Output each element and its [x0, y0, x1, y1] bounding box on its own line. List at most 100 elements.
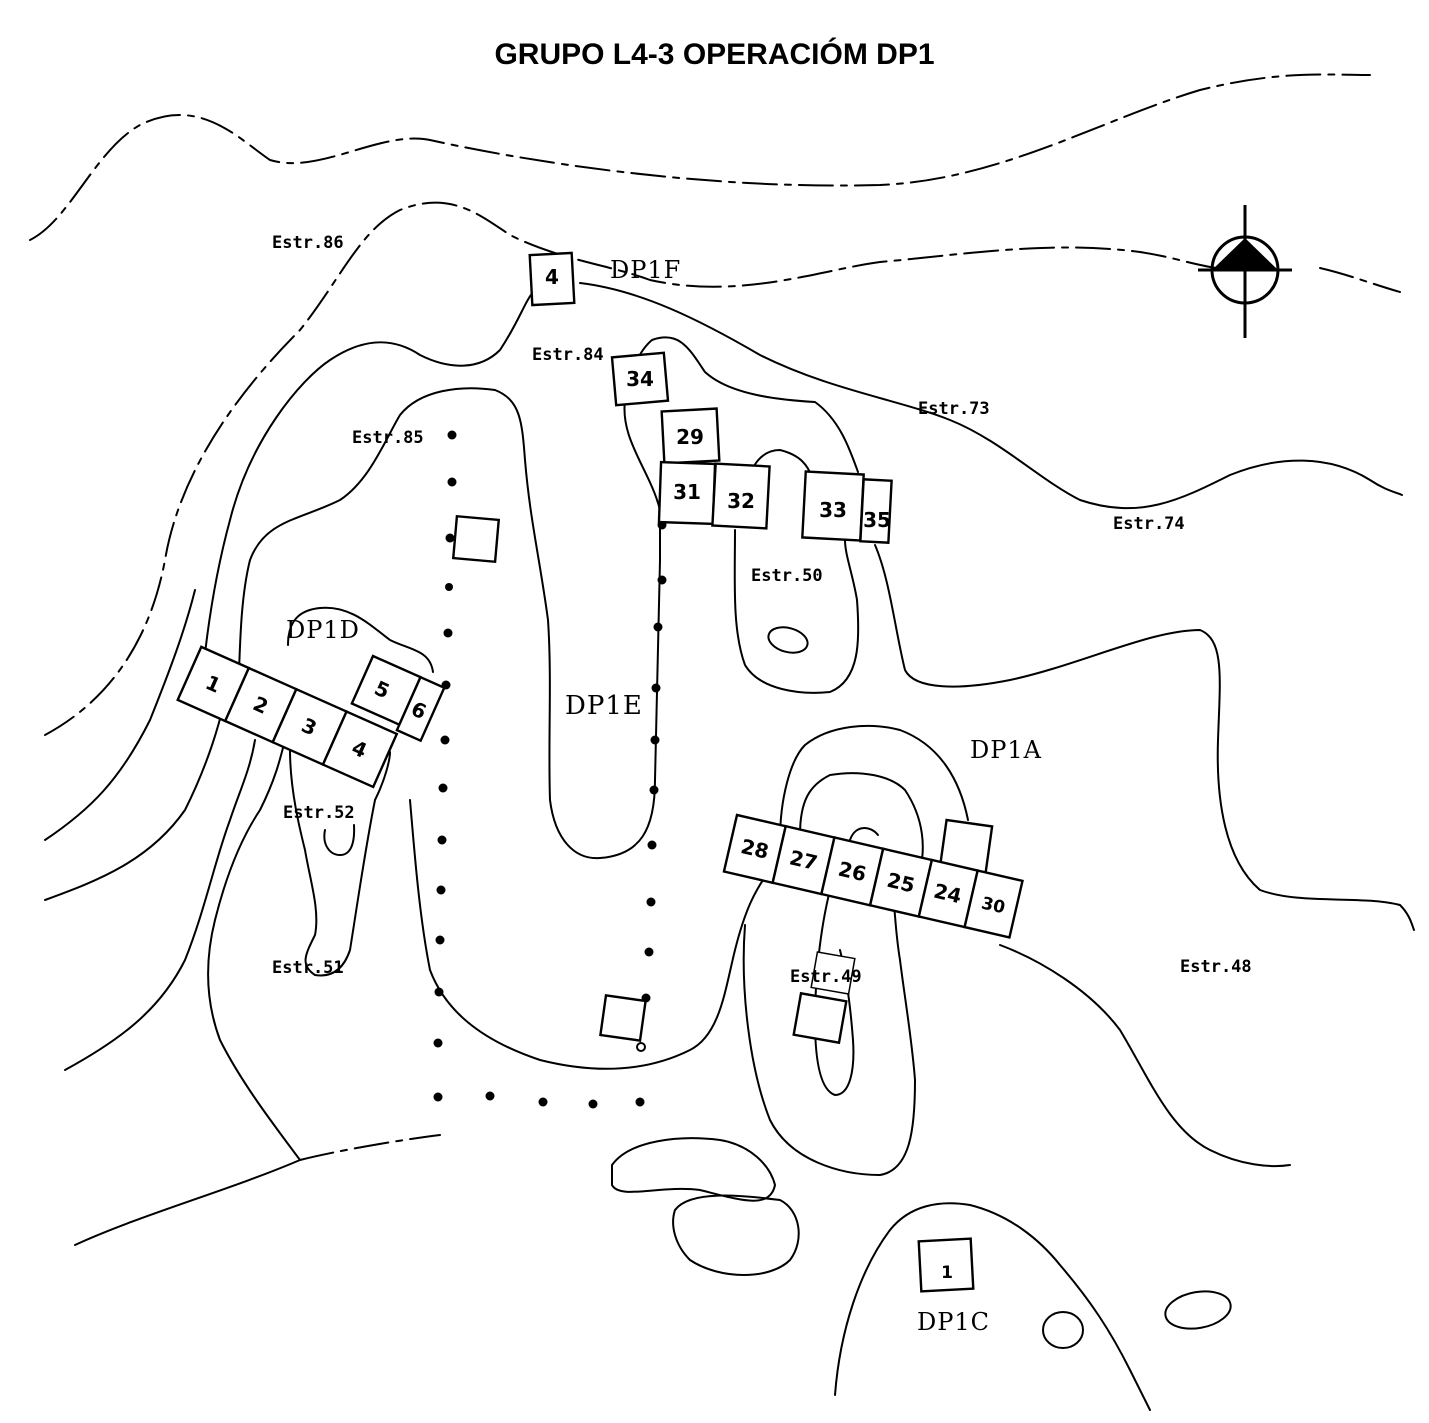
north-arrow-icon	[1198, 205, 1292, 338]
boundary-dot	[653, 622, 663, 632]
contour-line	[287, 606, 434, 673]
boundary-dot	[588, 1099, 598, 1109]
structure-label: Estr.74	[1113, 514, 1185, 534]
structure-label: Estr.85	[352, 428, 424, 448]
contour-line	[289, 749, 391, 977]
contour-line	[299, 1134, 441, 1161]
boundary-dot	[647, 840, 657, 850]
contour-line	[409, 799, 771, 1070]
boundary-dot	[538, 1097, 548, 1107]
structure-label: Estr.84	[532, 345, 604, 365]
test-pit	[810, 951, 856, 995]
boundary-dot	[657, 575, 667, 585]
boundary-dot	[636, 1042, 646, 1052]
contour-line	[64, 739, 256, 1071]
dp1d-units-upper: 5 6	[350, 654, 446, 743]
structure-label: Estr.50	[751, 566, 823, 586]
dp1f-units: 4	[528, 251, 576, 307]
contour-lines	[29, 73, 1415, 1411]
excavation-unit	[395, 675, 446, 743]
operation-label-dp1e: DP1E	[565, 691, 643, 721]
dp1a-units: 28 27 26 25 24 30	[722, 813, 1024, 939]
boundary-dot	[644, 947, 654, 957]
contour-line	[199, 282, 1403, 706]
boundary-dot	[447, 477, 457, 487]
operation-label-dp1d: DP1D	[286, 616, 360, 644]
test-pit	[792, 991, 848, 1045]
contour-line	[999, 944, 1291, 1168]
structure-label: Estr.73	[918, 399, 990, 419]
boundary-dot	[443, 628, 453, 638]
boundary-dot	[440, 735, 450, 745]
boundary-dot	[646, 897, 656, 907]
unit-number: 31	[673, 480, 701, 504]
excavation-unit	[711, 462, 771, 530]
operation-label-dp1c: DP1C	[917, 1308, 990, 1336]
test-pit	[451, 514, 501, 564]
boundary-dot	[438, 783, 448, 793]
boundary-dot	[433, 1092, 443, 1102]
contour-line	[1164, 1290, 1232, 1330]
boundary-dot	[651, 683, 661, 693]
excavation-unit	[660, 407, 721, 465]
boundary-dot	[650, 735, 660, 745]
boundary-dot	[436, 885, 446, 895]
contour-line	[767, 626, 809, 654]
contour-line	[799, 772, 924, 871]
operation-labels: DP1F DP1D DP1E DP1A DP1C	[286, 256, 1042, 1336]
operation-label-dp1a: DP1A	[970, 736, 1042, 764]
contour-line	[44, 201, 1401, 736]
boundary-dot	[433, 1038, 443, 1048]
boundary-dot	[635, 1097, 645, 1107]
excavation-unit	[859, 478, 893, 544]
unit-number: 35	[863, 508, 891, 532]
boundary-dot	[434, 987, 444, 997]
structure-label: Estr.48	[1180, 957, 1252, 977]
contour-line	[1042, 1311, 1084, 1349]
excavation-unit	[528, 251, 576, 307]
unlabeled-units	[451, 514, 994, 1045]
boundary-dot	[445, 533, 455, 543]
contour-line	[733, 529, 860, 694]
contour-line	[672, 1194, 800, 1276]
boundary-dot	[485, 1091, 495, 1101]
contour-line	[44, 589, 196, 841]
dotted-boundary	[433, 430, 667, 1109]
boundary-dot	[649, 785, 659, 795]
unit-number: 1	[941, 1263, 953, 1283]
structure-labels: Estr.86 Estr.84 Estr.85 Estr.73 Estr.74 …	[272, 233, 1252, 987]
excavation-unit	[917, 1237, 975, 1293]
dp1c-units: 1	[917, 1237, 975, 1293]
excavation-unit	[963, 869, 1024, 939]
boundary-dot	[435, 935, 445, 945]
contour-line	[29, 73, 1371, 241]
excavation-unit	[610, 351, 670, 407]
contour-line	[44, 699, 226, 901]
operation-label-dp1f: DP1F	[610, 256, 681, 284]
test-pit	[599, 994, 647, 1042]
contour-line	[74, 739, 301, 1246]
dp1d-units: 1 2 3 4	[176, 645, 399, 789]
contour-line	[742, 899, 916, 1176]
excavation-unit	[321, 709, 399, 789]
unit-number: 29	[676, 425, 704, 449]
unit-number: 34	[626, 367, 654, 391]
contour-line	[323, 824, 356, 856]
contour-line	[874, 544, 1415, 931]
unit-number: 32	[727, 489, 755, 513]
boundary-dot	[447, 430, 457, 440]
structure-label: Estr.49	[790, 967, 862, 987]
boundary-dot	[437, 835, 447, 845]
contour-line	[611, 1137, 776, 1202]
contour-line	[779, 724, 969, 841]
structure-label: Estr.52	[283, 803, 355, 823]
dp1e-north-units: 34 29 31 32 33 35	[610, 351, 893, 544]
contour-line	[237, 336, 859, 860]
structure-label: Estr.51	[272, 958, 344, 978]
structure-label: Estr.86	[272, 233, 344, 253]
boundary-dot	[445, 583, 453, 591]
unit-number: 4	[545, 265, 559, 289]
map-title: GRUPO L4-3 OPERACIÓM DP1	[494, 38, 935, 71]
unit-number: 33	[819, 498, 847, 522]
